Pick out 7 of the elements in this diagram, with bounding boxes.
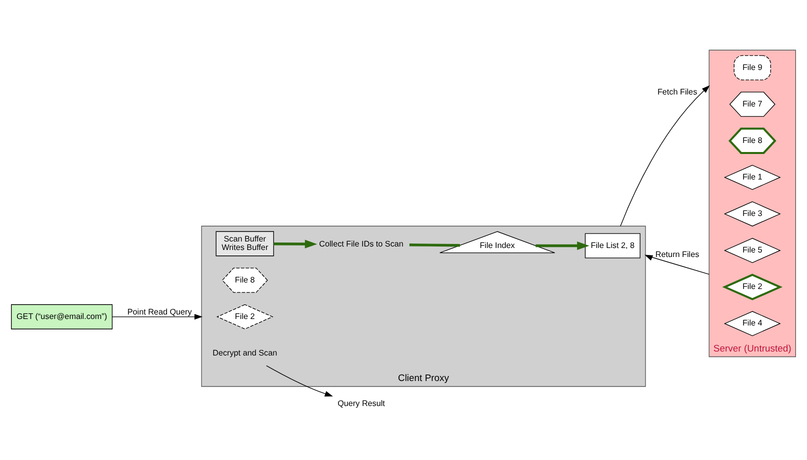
arrow [536,240,590,250]
arrow [620,84,710,226]
arrow [274,239,318,248]
arrow [112,313,203,320]
arrow [266,364,333,396]
connector [409,243,460,246]
arrow [644,254,710,274]
